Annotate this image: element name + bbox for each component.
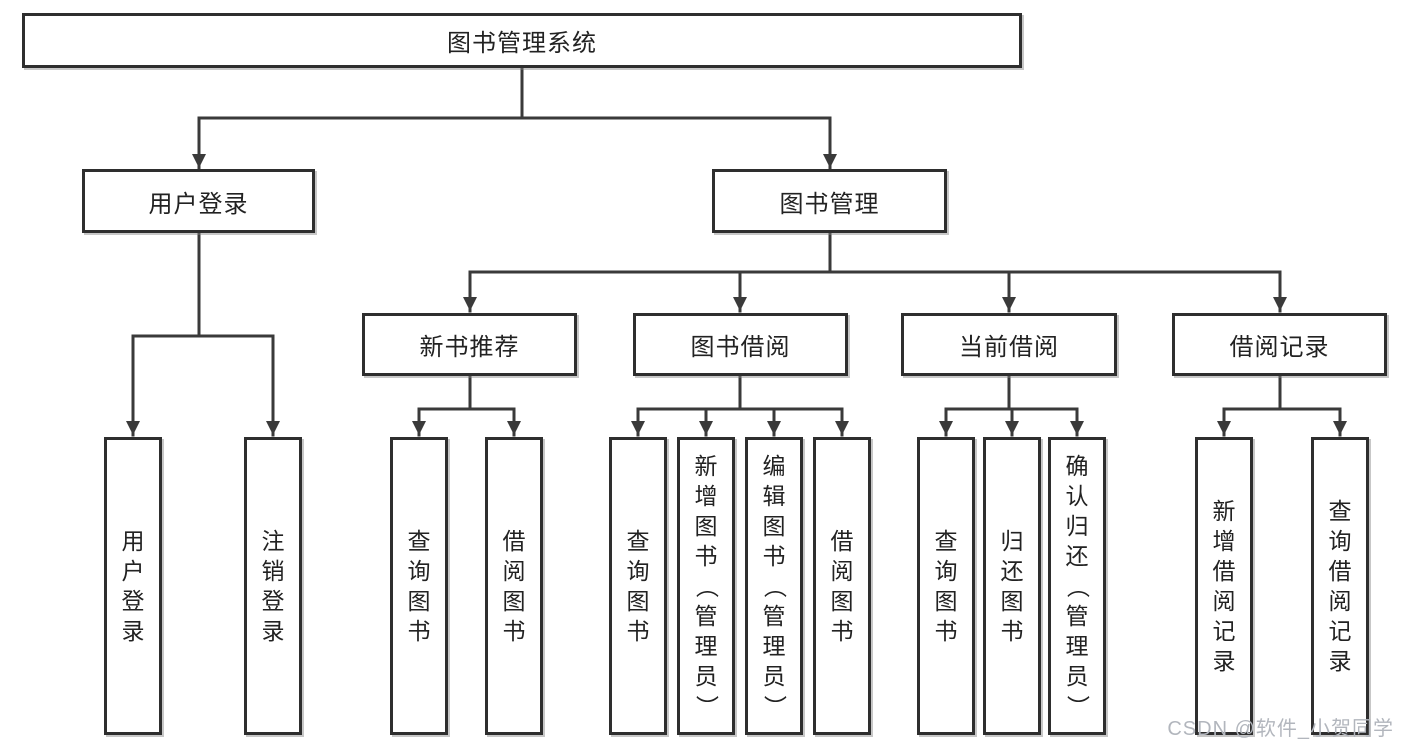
- node-label: 借阅图书: [502, 527, 526, 644]
- node-label: 用户登录: [121, 527, 145, 644]
- node-leaf-logout: 注销登录: [244, 437, 302, 735]
- node-label: 编辑图书（管理员）: [761, 452, 788, 718]
- node-borrowing-records: 借阅记录: [1172, 313, 1387, 376]
- node-label: 归还图书: [1000, 527, 1024, 644]
- node-label: 注销登录: [261, 527, 285, 644]
- node-label: 借阅记录: [1229, 334, 1330, 361]
- node-leaf-query-books-current: 查询图书: [917, 437, 975, 735]
- node-label: 查询图书: [934, 527, 958, 644]
- csdn-watermark: CSDN @软件_小贺同学: [1167, 718, 1394, 740]
- node-library-management-system: 图书管理系统: [22, 13, 1022, 68]
- node-label: 新增图书（管理员）: [693, 452, 720, 718]
- node-label: 当前借阅: [959, 334, 1059, 361]
- node-leaf-edit-books-admin: 编辑图书（管理员）: [745, 437, 803, 735]
- node-leaf-user-login: 用户登录: [104, 437, 162, 735]
- node-label: 图书管理: [779, 190, 880, 218]
- node-leaf-borrow-books: 借阅图书: [813, 437, 871, 735]
- node-leaf-add-borrow-record: 新增借阅记录: [1195, 437, 1253, 735]
- node-leaf-query-books-borrow: 查询图书: [609, 437, 667, 735]
- node-label: 借阅图书: [830, 527, 854, 644]
- node-label: 查询图书: [626, 527, 650, 644]
- node-label: 新书推荐: [419, 334, 520, 361]
- node-leaf-confirm-return-admin: 确认归还（管理员）: [1048, 437, 1106, 735]
- node-leaf-query-borrow-record: 查询借阅记录: [1311, 437, 1369, 735]
- node-label: 新增借阅记录: [1212, 497, 1236, 674]
- node-leaf-borrow-books-recommend: 借阅图书: [485, 437, 543, 735]
- node-label: 图书管理系统: [447, 30, 597, 57]
- node-new-book-recommend: 新书推荐: [362, 313, 577, 376]
- node-label: 用户登录: [148, 190, 249, 218]
- node-label: 查询图书: [407, 527, 431, 644]
- node-label: 查询借阅记录: [1328, 497, 1352, 674]
- node-label: 图书借阅: [690, 334, 791, 361]
- node-leaf-add-books-admin: 新增图书（管理员）: [677, 437, 735, 735]
- node-book-management: 图书管理: [712, 169, 947, 233]
- node-leaf-return-books: 归还图书: [983, 437, 1041, 735]
- node-book-borrowing: 图书借阅: [633, 313, 848, 376]
- node-current-borrowing: 当前借阅: [901, 313, 1117, 376]
- node-user-login: 用户登录: [82, 169, 315, 233]
- node-label: 确认归还（管理员）: [1064, 452, 1091, 718]
- node-leaf-query-books-recommend: 查询图书: [390, 437, 448, 735]
